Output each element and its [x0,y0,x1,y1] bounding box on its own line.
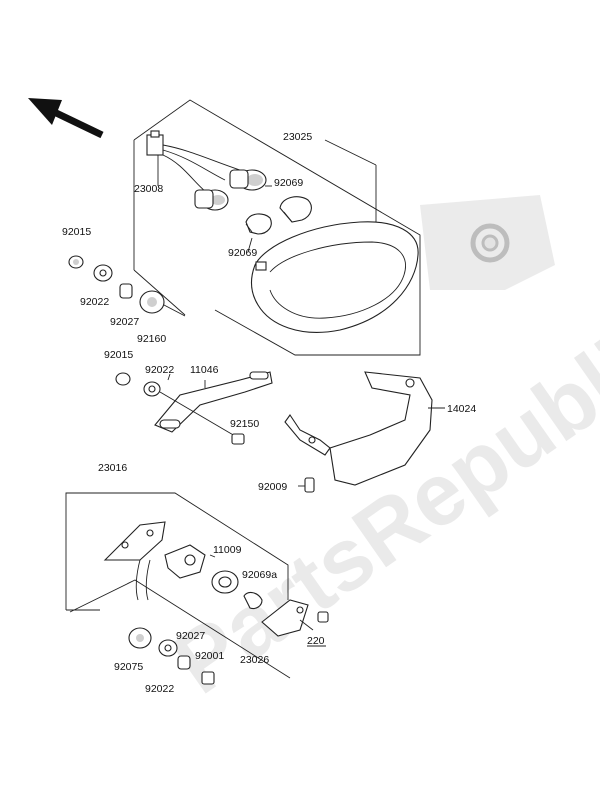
label-220: 220 [307,635,325,647]
license-light-bracket [103,521,166,601]
leader-lines [157,139,445,631]
label-92069a: 92069a [242,569,277,581]
label-92015-b: 92015 [104,349,133,361]
washer-92022-c [158,639,178,657]
label-11009: 11009 [213,544,242,556]
label-92015-a: 92015 [62,226,91,238]
watermark-gear-icon [420,195,555,290]
wiring-connector [146,130,241,196]
bulb-socket-lower [194,189,229,211]
label-23025: 23025 [283,131,312,143]
lens-ring-11009 [211,570,239,594]
label-92001: 92001 [195,650,224,662]
label-92069-lower: 92069 [228,247,257,259]
label-23008: 23008 [134,183,163,195]
license-light-socket [164,544,206,579]
nut-92015-b [115,372,131,386]
group-23016-frame [65,492,291,679]
washer-92022-a [93,264,113,282]
label-23016: 23016 [98,462,127,474]
label-92150: 92150 [230,418,259,430]
grommet-92075 [128,627,152,649]
fender-14024 [284,371,433,486]
label-92069-upper: 92069 [274,177,303,189]
bulb-92069a [243,591,263,610]
washer-92022-b [143,381,161,397]
screw-92009 [304,477,315,493]
collar-92027-b [177,655,191,670]
leader-bolt-92150 [159,391,236,437]
collar-92027-a [119,283,133,299]
bracket-11046 [154,371,273,433]
bolt-92001 [201,671,215,685]
bolt-92150 [231,433,245,445]
label-92022-a: 92022 [80,296,109,308]
bulb-92069-upper [279,196,312,223]
nut-92015-a [68,255,84,269]
label-92009: 92009 [258,481,287,493]
screw-220 [317,611,329,623]
license-lens-cover [261,599,309,637]
leader-92160 [163,304,186,317]
label-11046: 11046 [190,364,219,376]
label-92022-b: 92022 [145,364,174,376]
label-92160: 92160 [137,333,166,345]
part-labels: 23025 23008 92069 92069 92015 92022 9202… [62,131,476,695]
direction-arrow-icon [28,98,104,139]
taillight-lens [251,221,419,333]
label-23026: 23026 [240,654,269,666]
grommet-92160 [139,290,165,314]
label-92022-c: 92022 [145,683,174,695]
label-14024: 14024 [447,403,476,415]
label-92027-a: 92027 [110,316,139,328]
label-92075: 92075 [114,661,143,673]
bulb-92069-lower [245,213,272,235]
label-92027-b: 92027 [176,630,205,642]
bulb-socket-upper [229,169,267,191]
